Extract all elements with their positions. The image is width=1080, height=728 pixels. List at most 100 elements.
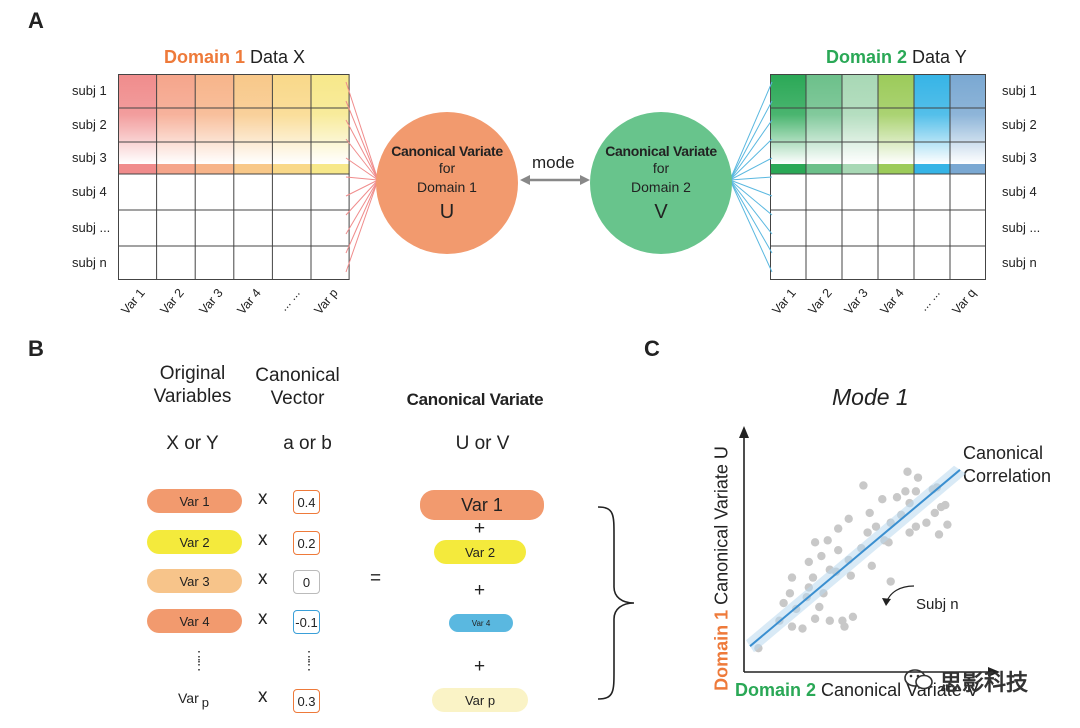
domain1-title-colored: Domain 1 (164, 47, 246, 67)
vertical-ellipsis-var: ⋮⋮ (192, 648, 206, 672)
a-or-b-label: a or b (283, 433, 332, 454)
fit-confidence-band (746, 465, 966, 653)
times-operator-last: x (258, 686, 268, 707)
coefficient-box: 0.4 (293, 490, 320, 514)
x-axis-label: Domain 2 Canonical Variate V (735, 680, 979, 701)
panel-label-b: B (28, 336, 44, 361)
subject-label: subj n (72, 255, 107, 270)
scatter-point (865, 508, 874, 518)
y-axis-arrowhead (739, 426, 749, 438)
variable-pill: Var 1 (147, 489, 242, 513)
scatter-point (867, 561, 876, 571)
canonical-correlation-line2: Correlation (963, 466, 1052, 486)
scatter-point (787, 622, 797, 631)
annotation-arrowhead (882, 598, 891, 606)
domain1-data-matrix (118, 74, 350, 280)
subject-label: subj 4 (72, 184, 107, 199)
circle-v-letter: V (654, 200, 668, 223)
scatter-point (892, 493, 902, 502)
original-variables-header: Original Variables (140, 362, 245, 408)
scatter-plot (739, 426, 1000, 676)
scatter-point (844, 514, 853, 523)
plus-operator: + (474, 580, 486, 601)
subject-label: subj 2 (72, 117, 107, 132)
scatter-point (848, 612, 858, 621)
circle-v-title: Canonical Variate (605, 142, 717, 159)
domain2-data-matrix (770, 74, 986, 280)
canonical-vector-header-line2: Vector (270, 388, 325, 409)
watermark-text: 思影科技 (940, 670, 1029, 695)
canonical-correlation-line1: Canonical (963, 443, 1044, 463)
scatter-point (785, 589, 795, 598)
subject-label: subj 1 (72, 83, 107, 98)
scatter-point (905, 528, 914, 537)
circle-u-letter: U (439, 200, 455, 223)
scatter-point (840, 622, 849, 631)
scatter-point (913, 473, 923, 482)
subject-label: subj 1 (1002, 83, 1037, 98)
panel-label-a: A (28, 8, 44, 33)
coefficient-last: 0.3 (293, 689, 320, 713)
mode1-title: Mode 1 (832, 384, 909, 410)
scatter-point (941, 500, 950, 510)
scatter-point (798, 624, 807, 633)
scatter-point (901, 487, 910, 496)
domain2-title: Domain 2 Data Y (826, 47, 967, 68)
canonical-correlation-label: Canonical Correlation (963, 442, 1051, 488)
mode-label: mode (532, 153, 575, 172)
subject-label: subj n (1002, 255, 1037, 270)
result-variable-pill: Var p (432, 688, 528, 712)
scatter-point (886, 577, 895, 586)
circle-v-for: for (652, 159, 670, 176)
x-axis-arrowhead (988, 667, 1000, 676)
last-variable-text: Var (178, 690, 199, 706)
scatter-point (934, 530, 944, 539)
x-axis-label-colored: Domain 2 (735, 680, 817, 700)
subj-n-annotation: Subj n (916, 596, 959, 613)
u-or-v-label: U or V (455, 433, 510, 454)
scatter-point (810, 614, 820, 623)
annotation-arrow (885, 585, 915, 604)
original-variables-header-line1: Original (159, 363, 226, 384)
scatter-point (878, 495, 887, 504)
canonical-variate-u-circle: Canonical Variate for Domain 1 U (376, 112, 518, 254)
scatter-point (846, 571, 855, 580)
curly-brace (597, 506, 635, 700)
scatter-point (834, 524, 843, 533)
fit-line (749, 469, 961, 647)
domain2-title-rest: Data Y (907, 47, 967, 67)
plus-operator: + (474, 656, 486, 677)
coefficient-box: 0 (293, 570, 320, 594)
scatter-point (815, 602, 824, 612)
result-variable-pill: Var 1 (420, 490, 544, 520)
variable-pill: Var 4 (147, 609, 242, 633)
connector-lines (345, 81, 773, 273)
scatter-point (817, 551, 826, 561)
scatter-point (810, 538, 820, 547)
scatter-point (834, 545, 843, 555)
domain1-title-rest: Data X (245, 47, 306, 67)
circle-u-title: Canonical Variate (391, 142, 503, 159)
wechat-logo (904, 668, 934, 690)
coefficient-box: -0.1 (293, 610, 320, 634)
subject-label: subj 3 (72, 150, 107, 165)
subject-label: subj ... (72, 220, 111, 235)
scatter-point (808, 573, 818, 582)
last-variable-subscript: p (201, 694, 209, 710)
equals-operator: = (370, 568, 382, 589)
mode-arrow-right-head (580, 175, 590, 185)
subject-label: subj ... (1002, 220, 1041, 235)
scatter-point (804, 557, 813, 567)
circle-u-for: for (438, 159, 456, 176)
scatter-point (922, 518, 931, 527)
x-axis-label-rest: Canonical Variate V (816, 680, 979, 700)
canonical-variate-v-circle: Canonical Variate for Domain 2 V (590, 112, 732, 254)
scatter-point (943, 520, 952, 529)
result-variable-pill: Var 4 (449, 614, 513, 632)
variable-pill: Var 2 (147, 530, 242, 554)
variable-pill: Var 3 (147, 569, 242, 593)
canonical-vector-header-line1: Canonical (255, 365, 340, 386)
circle-u-domain: Domain 1 (417, 178, 477, 195)
circle-v-domain: Domain 2 (631, 178, 691, 195)
